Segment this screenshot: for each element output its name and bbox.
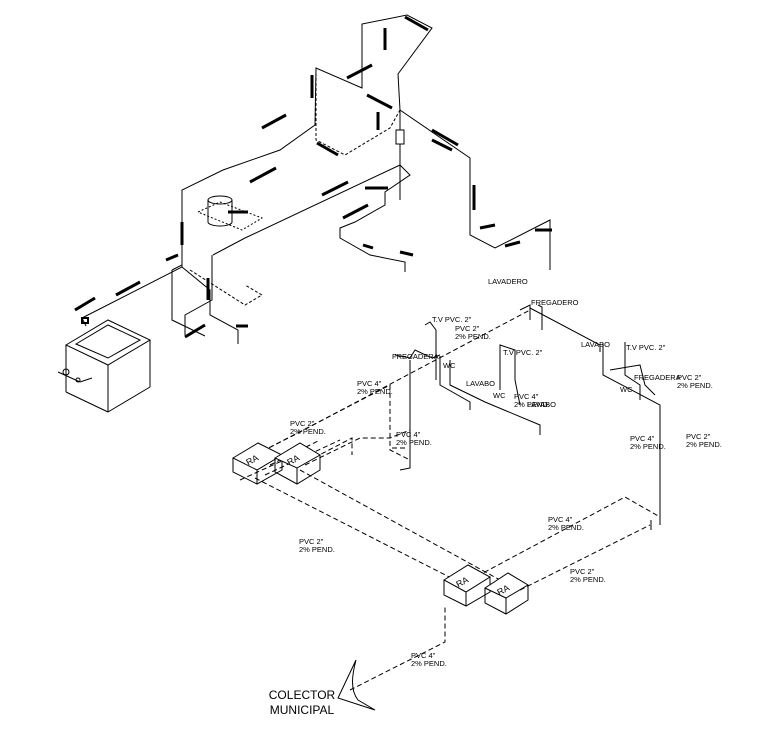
fixture-label-tv-3: T.V PVC. 2" — [626, 343, 666, 352]
pipe-label-pvc2-lower: PVC 2"2% PEND. — [299, 537, 335, 554]
collector-label: COLECTOR MUNICIPAL — [268, 688, 336, 717]
supply-line-vertical — [184, 255, 213, 335]
pipe-label-pvc2-right: PVC 2"2% PEND. — [677, 373, 713, 390]
fixture-label-lavadero: LAVADERO — [488, 277, 528, 286]
pipe-label-pvc2-left: PVC 2"2% PEND. — [290, 419, 326, 436]
fixture-label-lavabo-3: LAVABO — [581, 340, 610, 349]
valve-marks — [74, 15, 552, 339]
pipe-label-pvc4-center: PVC 4"2% PEND. — [396, 430, 432, 447]
pipe-label-pvc4-mid: PVC 4"2% PEND. — [548, 515, 584, 532]
water-supply-network — [74, 14, 552, 344]
pipe-label-pvc4-upper: PVC 4"2% PEND. — [357, 379, 393, 396]
collector-arrow — [337, 659, 376, 711]
registry-box-group-1 — [231, 442, 321, 485]
supply-plane-outline-2 — [189, 269, 263, 306]
supply-line-cross — [171, 270, 206, 337]
pipe-label-pvc2-top: PVC 2"2% PEND. — [455, 324, 491, 341]
registry-box-group-2 — [443, 564, 529, 615]
supply-line-heater — [181, 266, 239, 344]
fixture-label-lavabo-1: LAVABO — [466, 379, 495, 388]
registry-box-2 — [273, 442, 321, 485]
supply-plane-outline-3 — [171, 190, 183, 271]
fixture-label-lavabo-2: LAVABO — [527, 400, 556, 409]
supply-line-main — [81, 14, 551, 319]
cistern — [57, 317, 152, 413]
fixture-label-tv-2: T.V PVC. 2" — [503, 348, 543, 357]
pipe-label-pvc4-lavabo: PVC 4"2% PEND. — [514, 392, 550, 409]
drainage-fittings — [394, 304, 661, 530]
fixture-label-fregadero: FREGADERO — [531, 298, 579, 307]
pipe-label-pvc4-bottom: PVC 4"2% PEND. — [411, 651, 447, 668]
fixture-label-wc-2: WC — [493, 391, 506, 400]
fixture-label-wc-1: WC — [443, 361, 456, 370]
water-tank — [197, 195, 264, 231]
fixture-label-fregadera: FREGADERA — [392, 352, 439, 361]
fixture-label-fregadera-2: FREGADERA — [634, 373, 681, 382]
fixture-label-wc-3: WC — [620, 385, 633, 394]
pipe-label-pvc4-right: PVC 4"2% PEND. — [630, 434, 666, 451]
fixture-label-tv-1: T.V PVC. 2" — [432, 315, 472, 324]
registry-box-4 — [483, 572, 529, 615]
check-valve — [395, 129, 405, 145]
supply-plane-outline — [315, 68, 401, 156]
pipe-label-pvc2-lowright: PVC 2"2% PEND. — [570, 567, 606, 584]
supply-line-heater-2 — [212, 164, 411, 272]
pipe-label-pvc2-farright: PVC 2"2% PEND. — [686, 432, 722, 449]
